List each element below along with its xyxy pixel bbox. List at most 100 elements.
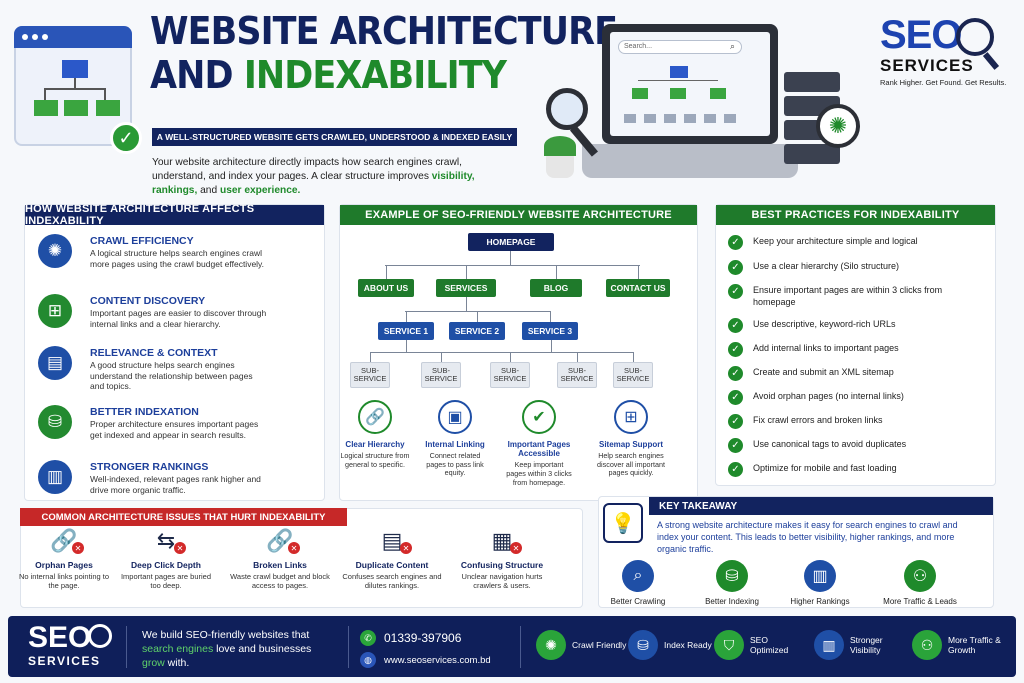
best-practice-text: Use a clear hierarchy (Silo structure) <box>753 261 900 271</box>
issues-heading-text: COMMON ARCHITECTURE ISSUES THAT HURT IND… <box>41 511 326 523</box>
best-practice-item: ✓Fix crawl errors and broken links <box>728 414 988 429</box>
best-practice-text: Create and submit an XML sitemap <box>753 367 894 377</box>
database-icon: ⛁ <box>38 405 72 439</box>
shield-check-icon: ⛉ <box>714 630 744 660</box>
footer-phone[interactable]: ✆ 01339-397906 <box>360 630 461 646</box>
laptop-illustration: Search... ⌕ ✺ <box>540 24 870 184</box>
subtitle-banner: A WELL-STRUCTURED WEBSITE GETS CRAWLED, … <box>152 128 517 146</box>
sitemap-icon: ⊞ <box>614 400 648 434</box>
issue-text: Important pages are buried too deep. <box>120 572 212 590</box>
magnifier-icon <box>546 88 588 130</box>
footer-feature: ⛁Index Ready <box>628 630 720 660</box>
tree-homepage: HOMEPAGE <box>468 233 554 251</box>
tree-sub-service: SUB-SERVICE <box>490 362 530 388</box>
document-icon: ▤ <box>38 346 72 380</box>
check-icon: ✓ <box>728 438 743 453</box>
error-x-icon: ✕ <box>174 542 186 554</box>
best-practice-item: ✓Add internal links to important pages <box>728 342 988 357</box>
feature-text: Connect related pages to pass link equit… <box>426 451 484 478</box>
best-practice-item: ✓ Use a clear hierarchy (Silo structure) <box>728 260 988 275</box>
takeaway-text: A strong website architecture makes it e… <box>657 520 958 554</box>
tree-connector <box>406 340 407 352</box>
footer-bar: SEO SERVICES We build SEO-friendly websi… <box>8 616 1016 677</box>
globe-icon: ◍ <box>360 652 376 668</box>
footer-tag-d: grow <box>142 657 165 669</box>
affects-item-title: RELEVANCE & CONTEXT <box>90 347 218 359</box>
affects-item-text: A logical structure helps search engines… <box>90 248 265 269</box>
logo-tagline: Rank Higher. Get Found. Get Results. <box>880 78 1007 87</box>
document-check-icon: ✔ <box>522 400 556 434</box>
tree-level1-node: BLOG <box>530 279 582 297</box>
signpost-icon: ⇆✕ <box>116 528 216 556</box>
tree-connector <box>510 352 511 362</box>
affects-item-title: STRONGER RANKINGS <box>90 461 209 473</box>
footer-website[interactable]: ◍ www.seoservices.com.bd <box>360 652 491 668</box>
users-icon: ⚇ <box>904 560 936 592</box>
affects-item-title: BETTER INDEXATION <box>90 406 199 418</box>
tree-connector <box>633 352 634 362</box>
issue-title: Deep Click Depth <box>131 560 201 570</box>
tree-connector <box>550 311 551 322</box>
tree-level1-node: SERVICES <box>436 279 496 297</box>
tree-connector <box>551 340 552 352</box>
duplicate-document-icon: ▤✕ <box>342 528 442 556</box>
feature-text: Logical structure from general to specif… <box>340 451 410 469</box>
feature-text: Keep important pages within 3 clicks fro… <box>506 460 572 487</box>
tree-level1-node: ABOUT US <box>358 279 414 297</box>
footer-logo-magnifier-icon <box>88 624 112 648</box>
tree-connector <box>405 311 551 312</box>
tree-connector <box>441 352 442 362</box>
tree-connector <box>370 352 371 362</box>
affects-item-text: Important pages are easier to discover t… <box>90 308 267 329</box>
browser-icon: ▣ <box>438 400 472 434</box>
title-line-2b: INDEXABILITY <box>243 53 507 97</box>
tree-connector <box>385 265 640 266</box>
sitemap-icon: ⊞ <box>38 294 72 328</box>
best-practice-item: ✓Ensure important pages are within 3 cli… <box>728 284 988 308</box>
tree-connector <box>577 352 578 362</box>
tree-connector <box>466 265 467 279</box>
takeaway-heading: KEY TAKEAWAY <box>659 500 738 512</box>
footer-tag-c: love and businesses <box>213 643 312 655</box>
tree-sub-service: SUB-SERVICE <box>557 362 597 388</box>
intro-text-c: and <box>197 185 220 196</box>
issue-text: Confuses search engines and dilutes rank… <box>342 572 442 590</box>
best-heading-text: BEST PRACTICES FOR INDEXABILITY <box>751 209 960 221</box>
feature-text: Help search engines discover all importa… <box>597 451 665 478</box>
best-practice-item: ✓ Optimize for mobile and fast loading <box>728 462 988 477</box>
best-practice-item: ✓Use descriptive, keyword-rich URLs <box>728 318 988 333</box>
best-practice-text: Optimize for mobile and fast loading <box>753 463 897 473</box>
affects-item-text: Proper architecture ensures important pa… <box>90 419 259 440</box>
footer-logo-services: SERVICES <box>28 654 101 668</box>
intro-text-d: user experience. <box>219 185 301 196</box>
footer-feature: ⚇More Traffic & Growth <box>912 630 1004 660</box>
bug-icon: ✺ <box>536 630 566 660</box>
check-icon: ✓ <box>728 342 743 357</box>
footer-feature: ⛉SEO Optimized <box>714 630 806 660</box>
bug-icon: ✺ <box>816 104 860 148</box>
intro-text-a: Your website architecture directly impac… <box>152 157 462 182</box>
footer-feature-label: Crawl Friendly <box>572 639 627 650</box>
issue-title: Confusing Structure <box>460 560 544 570</box>
affects-item-text: Well-indexed, relevant pages rank higher… <box>90 474 261 495</box>
check-icon: ✓ <box>728 260 743 275</box>
check-icon: ✓ <box>728 414 743 429</box>
footer-tag-e: with. <box>164 657 190 669</box>
example-heading: EXAMPLE OF SEO-FRIENDLY WEBSITE ARCHITEC… <box>340 205 697 225</box>
tree-sub-service: SUB-SERVICE <box>350 362 390 388</box>
subtitle-text: A WELL-STRUCTURED WEBSITE GETS CRAWLED, … <box>156 132 513 142</box>
affects-heading: HOW WEBSITE ARCHITECTURE AFFECTS INDEXAB… <box>25 203 324 227</box>
check-badge-icon: ✓ <box>110 122 142 154</box>
best-practice-text: Keep your architecture simple and logica… <box>753 236 918 246</box>
footer-feature: ▥Stronger Visibility <box>814 630 906 660</box>
check-icon: ✓ <box>728 462 743 477</box>
tree-sub-service: SUB-SERVICE <box>613 362 653 388</box>
footer-logo-seo: SEO <box>28 621 92 654</box>
title-line-1: WEBSITE ARCHITECTURE <box>150 9 618 53</box>
feature-title: Important Pages Accessible <box>507 440 571 459</box>
takeaway-icon-item: ⌕Better Crawling <box>598 560 678 606</box>
